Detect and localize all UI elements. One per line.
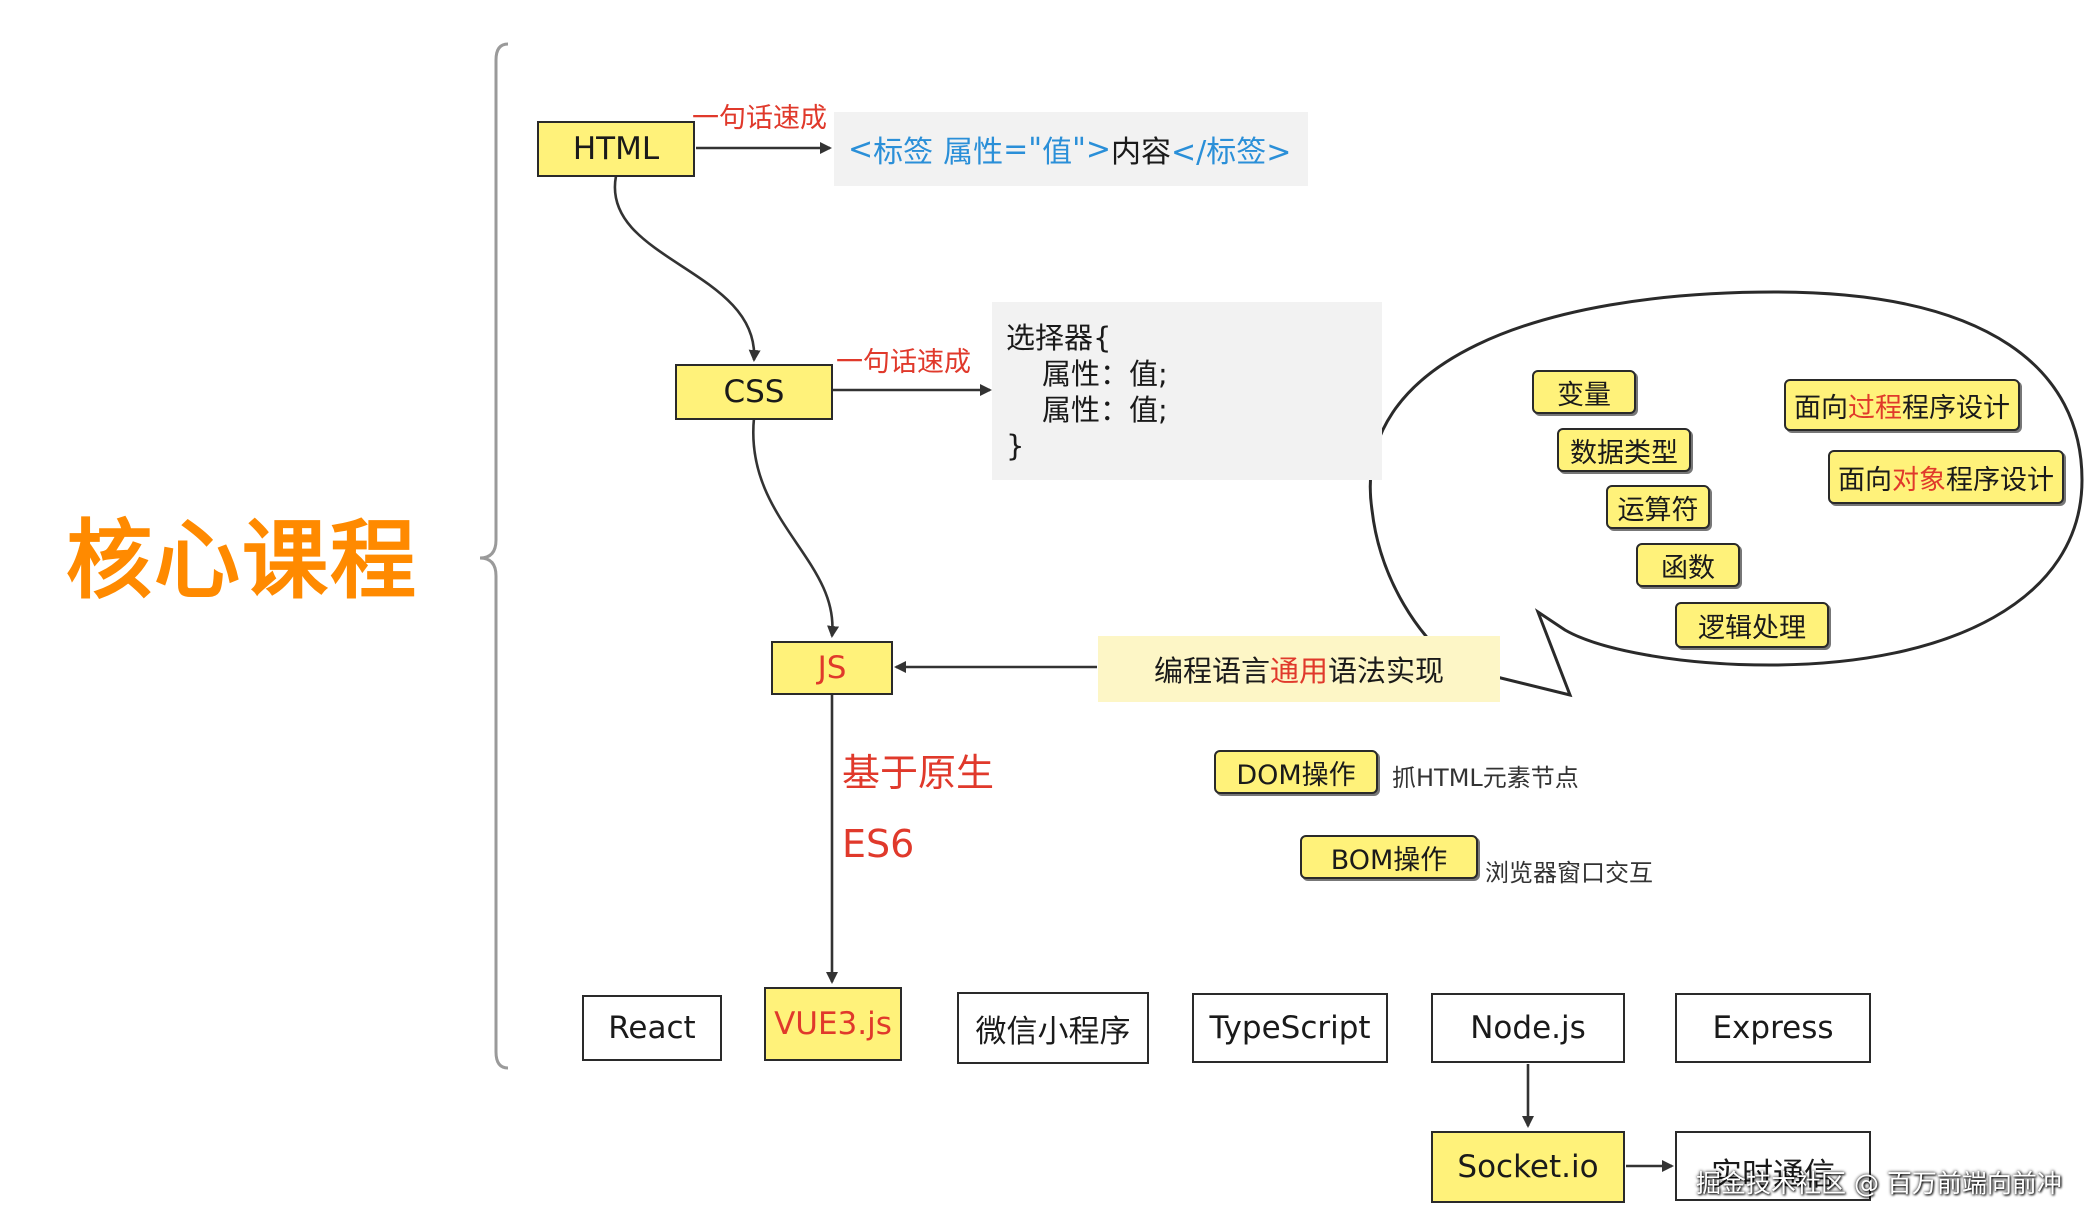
js-box: JS bbox=[771, 641, 893, 695]
paradigm-oop: 面向对象程序设计 bbox=[1828, 450, 2064, 504]
syntax-close-quote: "> bbox=[1072, 131, 1112, 167]
bom-note: 浏览器窗口交互 bbox=[1485, 859, 1653, 887]
quick-label-css: 一句话速成 bbox=[836, 347, 971, 378]
realtime-box: 实时通信 bbox=[1675, 1131, 1871, 1201]
syntax-open-bracket: < bbox=[848, 131, 874, 167]
quick-label-html: 一句话速成 bbox=[692, 103, 827, 134]
arrow-html-to-css bbox=[613, 175, 761, 362]
paradigm-oop-suffix: 程序设计 bbox=[1946, 464, 2054, 496]
syntax-attr: 属性 bbox=[943, 135, 1004, 170]
css-line-prop-1: 属性：值; bbox=[1042, 357, 1168, 391]
paradigm-oop-highlight: 对象 bbox=[1892, 464, 1946, 496]
css-line-close: } bbox=[1006, 429, 1025, 463]
dom-note: 抓HTML元素节点 bbox=[1392, 764, 1579, 792]
framework-typescript: TypeScript bbox=[1192, 993, 1388, 1063]
framework-miniprogram: 微信小程序 bbox=[957, 992, 1149, 1064]
general-highlight: 通用 bbox=[1269, 654, 1328, 688]
css-box: CSS bbox=[675, 364, 833, 420]
paradigm-procedural-prefix: 面向 bbox=[1794, 392, 1848, 424]
framework-vue: VUE3.js bbox=[764, 987, 902, 1061]
css-line-selector: 选择器{ bbox=[1006, 321, 1112, 355]
syntax-content: 内容 bbox=[1111, 135, 1172, 170]
framework-node: Node.js bbox=[1431, 993, 1625, 1063]
bubble-item-datatype: 数据类型 bbox=[1557, 428, 1691, 472]
watermark: 掘金技术社区 @ 百万前端向前冲 bbox=[1696, 1169, 2062, 1198]
syntax-tag: 标签 bbox=[873, 135, 934, 170]
curly-brace bbox=[479, 42, 509, 1070]
bubble-item-function: 函数 bbox=[1636, 543, 1740, 587]
html-syntax-panel: < 标签 属性 =" 值 "> 内容 </标签> bbox=[834, 112, 1308, 186]
syntax-eq-quote: =" bbox=[1003, 131, 1043, 167]
bubble-item-logic: 逻辑处理 bbox=[1675, 602, 1829, 648]
general-prefix: 编程语言 bbox=[1153, 654, 1270, 688]
framework-express: Express bbox=[1675, 993, 1871, 1063]
dom-box: DOM操作 bbox=[1214, 750, 1378, 794]
paradigm-procedural-highlight: 过程 bbox=[1848, 392, 1902, 424]
paradigm-oop-prefix: 面向 bbox=[1838, 464, 1892, 496]
bubble-item-operator: 运算符 bbox=[1606, 485, 1710, 529]
css-syntax-panel: 选择器{ 属性：值; 属性：值; } bbox=[992, 302, 1382, 480]
bom-box: BOM操作 bbox=[1300, 835, 1478, 879]
bubble-item-variable: 变量 bbox=[1532, 370, 1636, 414]
html-box: HTML bbox=[537, 121, 695, 177]
page-title: 核心课程 bbox=[66, 511, 418, 611]
paradigm-procedural-suffix: 程序设计 bbox=[1902, 392, 2010, 424]
syntax-value: 值 bbox=[1042, 135, 1073, 170]
css-line-prop-2: 属性：值; bbox=[1042, 393, 1168, 427]
es6-label: ES6 bbox=[842, 822, 915, 866]
paradigm-procedural: 面向过程程序设计 bbox=[1784, 379, 2020, 431]
arrow-css-to-js bbox=[751, 417, 840, 638]
js-general-syntax: 编程语言 通用 语法实现 bbox=[1098, 636, 1500, 702]
native-label: 基于原生 bbox=[842, 751, 995, 795]
socket-box: Socket.io bbox=[1431, 1131, 1625, 1203]
syntax-end-tag: </标签> bbox=[1171, 135, 1292, 170]
general-suffix: 语法实现 bbox=[1328, 654, 1445, 688]
framework-react: React bbox=[582, 995, 722, 1061]
